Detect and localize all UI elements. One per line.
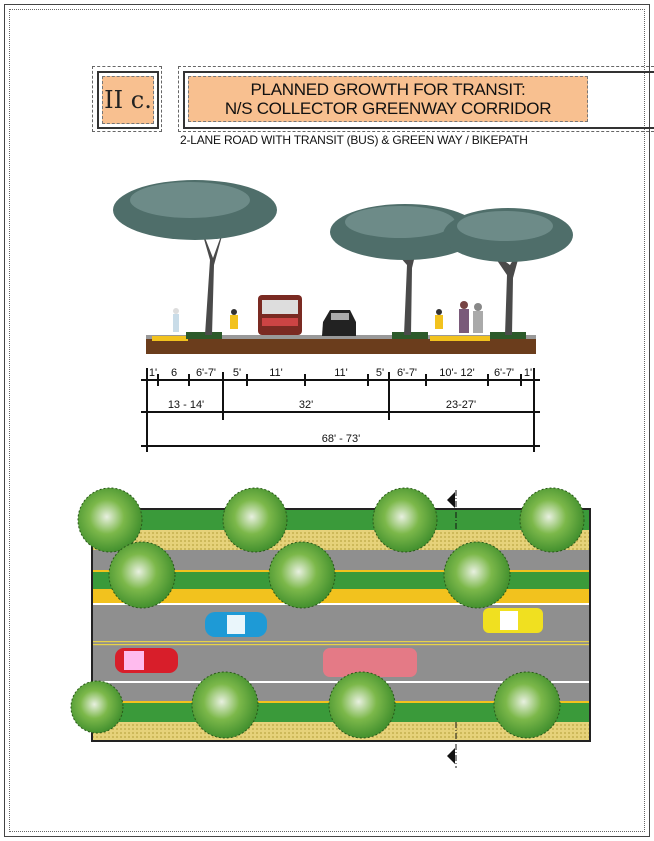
dimension-labels: 1' 6 6'-7' 5' 11' 11' 5' 6'-7' 10'- 12' …	[149, 367, 532, 445]
tree-icon	[222, 487, 288, 553]
subtitle: 2-LANE ROAD WITH TRANSIT (BUS) & GREEN W…	[180, 133, 528, 147]
title-box: PLANNED GROWTH FOR TRANSIT: N/S COLLECTO…	[188, 76, 588, 122]
tree-icon	[268, 541, 336, 609]
tree-icon	[519, 487, 585, 553]
section-label-box: II c.	[102, 76, 154, 124]
dim-label: 10'- 12'	[439, 367, 474, 379]
bus-icon	[258, 295, 302, 335]
tree-icon	[70, 680, 124, 734]
plan-view	[70, 487, 591, 768]
tree-icon	[443, 208, 573, 335]
tree-icon	[191, 671, 259, 739]
pedestrian-icon	[173, 308, 179, 332]
tree-icon	[328, 671, 396, 739]
title-line-1: PLANNED GROWTH FOR TRANSIT:	[250, 80, 526, 99]
section-label-frame	[97, 71, 159, 129]
tree-icon	[113, 180, 277, 335]
dim-label: 1'	[524, 367, 532, 379]
section-cut-marker-top	[447, 490, 457, 530]
dim-label: 11'	[269, 367, 283, 379]
group-dim-label: 32'	[299, 399, 313, 411]
dimension-lines	[141, 368, 540, 452]
section-label-outer	[92, 66, 162, 132]
pedestrian-icon	[459, 301, 483, 333]
greenway-top	[93, 510, 589, 530]
bus-icon	[323, 648, 417, 677]
page-inner-border	[9, 9, 645, 832]
tree-icon	[443, 541, 511, 609]
page-border	[4, 4, 650, 837]
cyclist-icon	[435, 309, 443, 329]
dim-label: 6'-7'	[494, 367, 514, 379]
tree-icon	[372, 487, 438, 553]
cyclist-icon	[230, 309, 238, 329]
section-cut-marker-bottom	[447, 722, 457, 768]
group-dim-label: 23-27'	[446, 399, 476, 411]
dim-label: 6'-7'	[397, 367, 417, 379]
section-label: II c.	[104, 86, 152, 114]
dim-label: 5'	[376, 367, 384, 379]
sidewalk-top	[93, 530, 589, 550]
dim-label: 5'	[233, 367, 241, 379]
dim-label: 11'	[334, 367, 348, 379]
dim-label: 6'-7'	[196, 367, 216, 379]
tree-icon	[330, 204, 480, 335]
dim-label: 6	[171, 367, 177, 379]
title-line-2: N/S COLLECTOR GREENWAY CORRIDOR	[224, 99, 552, 118]
tree-icon	[493, 671, 561, 739]
ground-section	[146, 332, 536, 354]
title-outer	[178, 66, 654, 132]
tree-canopies	[70, 487, 585, 739]
title-frame	[183, 71, 654, 129]
dim-label: 1'	[149, 367, 157, 379]
group-dim-label: 13 - 14'	[168, 399, 204, 411]
car-icon	[322, 310, 356, 336]
tree-icon	[108, 541, 176, 609]
tree-icon	[77, 487, 143, 553]
total-dim-label: 68' - 73'	[322, 433, 360, 445]
